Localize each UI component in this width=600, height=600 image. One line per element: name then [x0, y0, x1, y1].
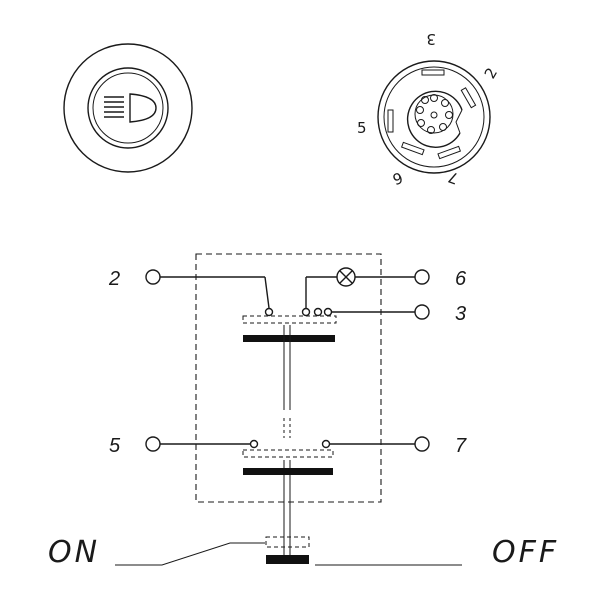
terminal-6: 6	[414, 268, 467, 290]
switch-housing-outline	[195, 253, 382, 503]
connector-pin-holes	[416, 94, 453, 134]
switch-face	[63, 43, 193, 173]
lower-contact-block	[160, 439, 415, 475]
terminal-5: 5	[109, 435, 161, 457]
connector-blades	[387, 69, 477, 160]
connector-pin-label-6: 6	[390, 168, 405, 188]
headlight-high-beam-icon	[104, 93, 157, 123]
terminal-label-6: 6	[455, 268, 467, 290]
state-label-off: OFF	[492, 535, 559, 570]
terminal-2: 2	[108, 268, 161, 290]
terminal-label-3: 3	[455, 303, 466, 325]
connector-pin-label-3: 3	[426, 30, 436, 48]
connector-rear-view: 3 2 5 6 7	[357, 30, 501, 188]
terminal-label-2: 2	[108, 268, 120, 290]
on-off-actuator: ON OFF	[48, 535, 559, 570]
terminal-label-7: 7	[455, 435, 467, 457]
terminal-7: 7	[414, 435, 467, 457]
terminal-label-5: 5	[109, 435, 121, 457]
connector-pin-label-2: 2	[481, 65, 501, 82]
lamp-cross-icon	[336, 267, 356, 287]
state-label-on: ON	[48, 535, 100, 570]
terminal-3: 3	[414, 303, 466, 325]
connector-pin-label-5: 5	[357, 119, 367, 137]
upper-contact-block	[160, 276, 415, 342]
plunger-shaft	[283, 325, 291, 560]
